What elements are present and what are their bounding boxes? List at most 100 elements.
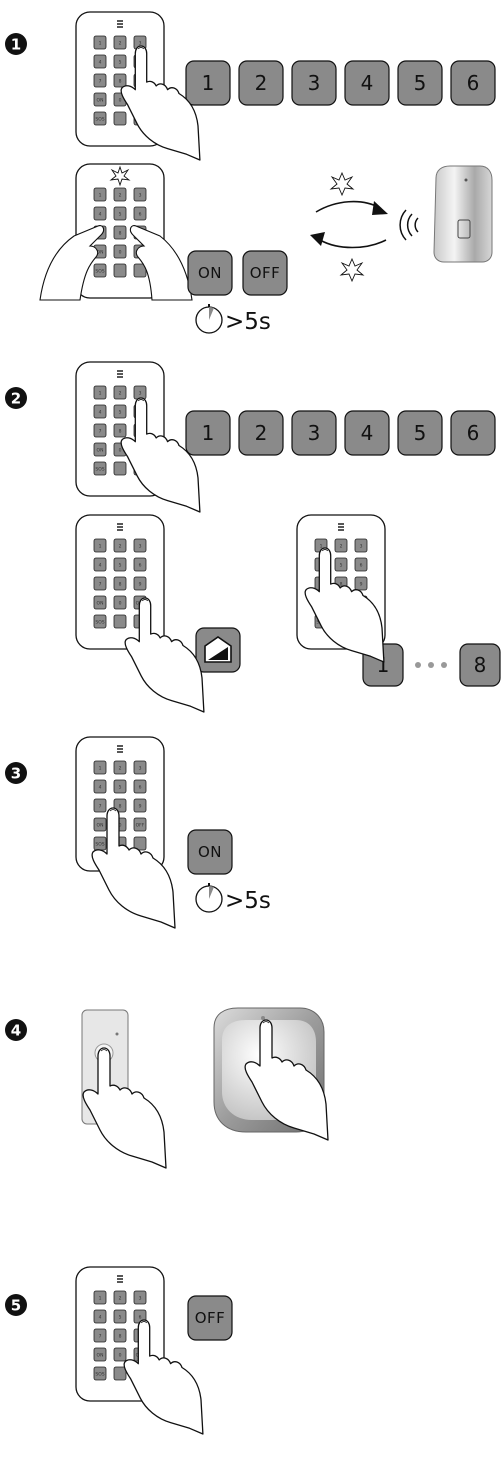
keypad-key-label: 7 [99,1334,102,1340]
keypad-key: 4 [93,1309,107,1324]
step-1-badge: 1 [5,33,27,55]
keypad-key-label: 8 [340,582,343,588]
transmit-arrow [315,200,388,215]
keypad-key: 5 [113,1309,127,1324]
keypad-key-label: 8 [119,804,122,810]
sequence-key-label: 6 [467,421,480,445]
keypad-key-label: 2 [119,1296,122,1302]
keypad-key-label: 6 [139,563,142,569]
stopwatch-icon [195,304,223,334]
keypad-key: ON [93,442,107,457]
keypad-key-label: 4 [99,60,102,66]
on-button: ON [187,250,233,296]
keypad-key-label: 7 [99,804,102,810]
keypad-key: 1 [93,1290,107,1305]
keypad-key-label: 9 [360,582,363,588]
keypad-key: 8 [113,1328,127,1343]
keypad-key: 2 [113,538,127,553]
sequence-key: 1 [185,60,231,106]
keypad-key: 0 [113,244,127,259]
keypad-key: OFF [133,817,147,832]
receive-arrow [310,232,387,249]
keypad-key: 9 [133,798,147,813]
keypad-key-label: SOS [95,620,104,626]
keypad-key: 2 [113,1290,127,1305]
sequence-key-label: 3 [308,71,321,95]
keypad-key: 2 [113,760,127,775]
keypad-key-label: 3 [139,193,142,199]
sequence-key-label: 3 [308,421,321,445]
keypad-key-label: 1 [99,544,102,550]
keypad-key: 0 [113,1347,127,1362]
sequence-key: 2 [238,60,284,106]
keypad-key: 5 [113,557,127,572]
keypad-key: 8 [113,225,127,240]
keypad-key: 1 [93,35,107,50]
keypad-key-label: 2 [119,41,122,47]
keypad-key: 5 [113,779,127,794]
keypad-key: 4 [93,557,107,572]
keypad-key: 7 [93,73,107,88]
keypad-key-label: 0 [119,601,122,607]
sequence-key: 4 [344,60,390,106]
sequence-key: 3 [291,60,337,106]
keypad-key-label: 7 [99,429,102,435]
keypad-key-label: 4 [99,785,102,791]
keypad-key: 6 [133,779,147,794]
step-3-badge: 3 [5,762,27,784]
keypad-key-label: SOS [95,117,104,123]
sequence-key-label: 1 [202,71,215,95]
step-2-number: 2 [11,390,21,408]
keypad-key-label: 5 [340,563,343,569]
keypad-key-label: 5 [119,785,122,791]
keypad-key-label: ON [97,823,104,829]
keypad-key: 6 [354,557,368,572]
keypad-key: 2 [113,35,127,50]
keypad-key: 7 [93,798,107,813]
pointing-hand-icon [123,1319,204,1435]
sequence-key-label: 5 [414,71,427,95]
keypad-key-label: SOS [95,269,104,275]
keypad-key: 1 [93,760,107,775]
keypad-key [113,1366,127,1381]
keypad-key [133,836,147,851]
keypad-key [113,111,127,126]
hands-layer [82,45,385,1435]
flash-star-icon [339,257,365,283]
keypad-key-label: 0 [119,823,122,829]
keypad-key: SOS [93,836,107,851]
keypad-key: 2 [334,538,348,553]
keypad-key-label: 9 [139,804,142,810]
keypad-key: SOS [93,111,107,126]
off-button-label: OFF [195,1309,226,1327]
range-end-label: 8 [474,653,487,677]
sequence-key: 2 [238,410,284,456]
keypad-key-label: 5 [119,1315,122,1321]
keypad-key-label: 6 [139,212,142,218]
keypad-key-label: 2 [340,544,343,550]
keypad-key: 5 [113,404,127,419]
sequence-key: 6 [450,60,496,106]
on-button-label: ON [198,843,222,861]
on-button: ON [187,829,233,875]
keypad-key-label: 6 [360,563,363,569]
step-4-badge: 4 [5,1019,27,1041]
keypad-key-label: 1 [99,391,102,397]
keypad-key: 4 [93,54,107,69]
range-end-key [459,643,501,687]
sequence-key: 5 [397,410,443,456]
keypad-key: 7 [93,423,107,438]
keypad-key: 5 [113,54,127,69]
keypad-key-label: 4 [99,1315,102,1321]
keypad-key: 0 [113,595,127,610]
keypad-key-label: OFF [136,823,145,829]
sequence-key-label: 2 [255,71,268,95]
keypad-key-label: 1 [99,766,102,772]
keypad-key: 9 [133,576,147,591]
keypad-key: 9 [354,576,368,591]
keypad-key-label: 3 [139,766,142,772]
keypad-key-label: 8 [119,231,122,237]
